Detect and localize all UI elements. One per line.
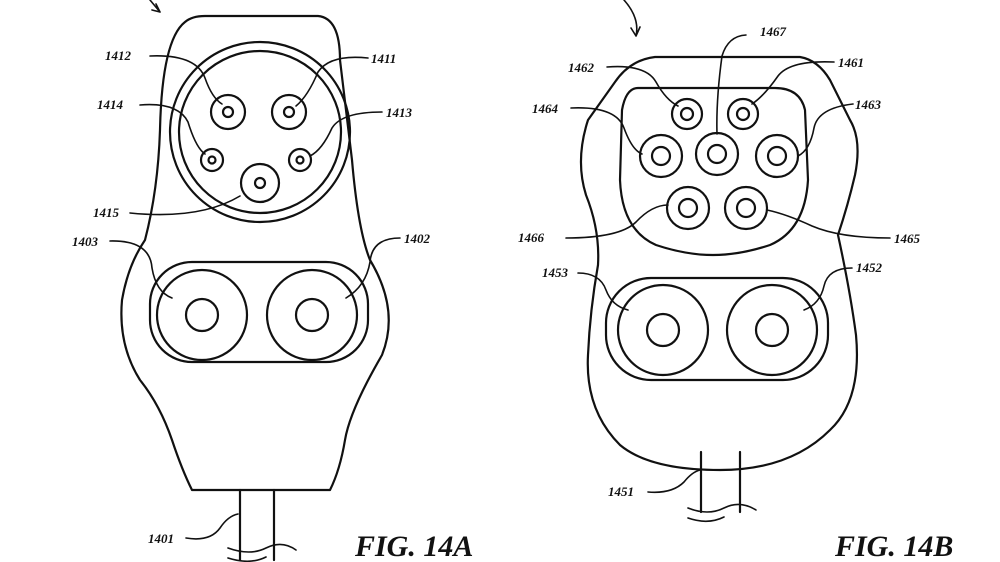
leader-1462 (606, 65, 679, 107)
label-1463: 1463 (855, 97, 882, 112)
leader-1403 (109, 240, 173, 299)
leader-1401 (185, 513, 239, 540)
signal-pin-1411 (270, 93, 308, 131)
power-pin-1402 (265, 268, 359, 362)
label-1453: 1453 (542, 265, 569, 280)
label-1403: 1403 (72, 234, 99, 249)
reference-arrow-b (623, 0, 641, 37)
label-1452: 1452 (856, 260, 883, 275)
signal-pin-1466 (665, 185, 711, 231)
caption-fig-14a: FIG. 14A (354, 530, 473, 562)
leader-1464 (570, 107, 643, 155)
leader-1463 (797, 103, 854, 157)
signal-pin-1467 (694, 131, 740, 177)
label-1401: 1401 (148, 531, 174, 546)
leader-1467 (716, 34, 747, 135)
label-1414: 1414 (97, 97, 124, 112)
leader-1461 (751, 60, 835, 105)
signal-pin-1414 (199, 147, 225, 173)
label-1415: 1415 (93, 205, 120, 220)
label-1451: 1451 (608, 484, 634, 499)
signal-pin-1415 (239, 162, 281, 204)
label-1466: 1466 (518, 230, 545, 245)
label-1465: 1465 (894, 231, 921, 246)
cable-break-a1 (227, 543, 297, 553)
label-1411: 1411 (371, 51, 396, 66)
signal-pin-housing-b (618, 86, 810, 257)
signal-pin-1465 (723, 185, 769, 231)
connector-body-b (579, 55, 859, 472)
leader-1415 (129, 195, 241, 216)
label-1467: 1467 (760, 24, 787, 39)
label-1413: 1413 (386, 105, 413, 120)
reference-arrow-a (149, 0, 161, 13)
label-1412: 1412 (105, 48, 132, 63)
connector-body-a (120, 14, 390, 492)
leader-1466 (565, 204, 669, 239)
leader-1413 (309, 111, 383, 157)
power-pin-1452 (725, 283, 819, 377)
signal-pin-1412 (209, 93, 247, 131)
label-1462: 1462 (568, 60, 595, 75)
figure-14b: 1467 1462 1461 1464 1463 1466 1465 1453 … (518, 0, 953, 562)
signal-pin-housing-inner-a (177, 49, 343, 215)
leader-1452 (803, 267, 853, 311)
signal-pin-1413 (287, 147, 313, 173)
signal-pin-1461 (726, 97, 760, 131)
leader-1411 (295, 56, 369, 107)
leader-1402 (345, 237, 401, 299)
cable-a (238, 488, 276, 562)
figure-14a: 1412 1411 1414 1413 1415 1403 1402 1401 … (72, 0, 473, 562)
signal-pin-housing-outer-a (168, 40, 352, 224)
power-pin-1453 (616, 283, 710, 377)
leader-1451 (647, 469, 701, 494)
signal-pin-1464 (638, 133, 684, 179)
cable-break-b1 (687, 503, 757, 513)
signal-pin-1462 (670, 97, 704, 131)
leader-1465 (766, 209, 891, 239)
leader-1414 (139, 103, 206, 155)
power-pin-housing-b (604, 276, 830, 382)
caption-fig-14b: FIG. 14B (834, 530, 953, 562)
power-pin-housing-a (148, 260, 370, 364)
cable-break-b2 (687, 516, 725, 523)
label-1402: 1402 (404, 231, 431, 246)
cable-b (699, 450, 742, 514)
leader-1453 (577, 272, 629, 311)
power-pin-1403 (155, 268, 249, 362)
label-1461: 1461 (838, 55, 864, 70)
leader-1412 (149, 55, 223, 105)
signal-pin-1463 (754, 133, 800, 179)
cable-break-a2 (227, 556, 267, 562)
label-1464: 1464 (532, 101, 559, 116)
